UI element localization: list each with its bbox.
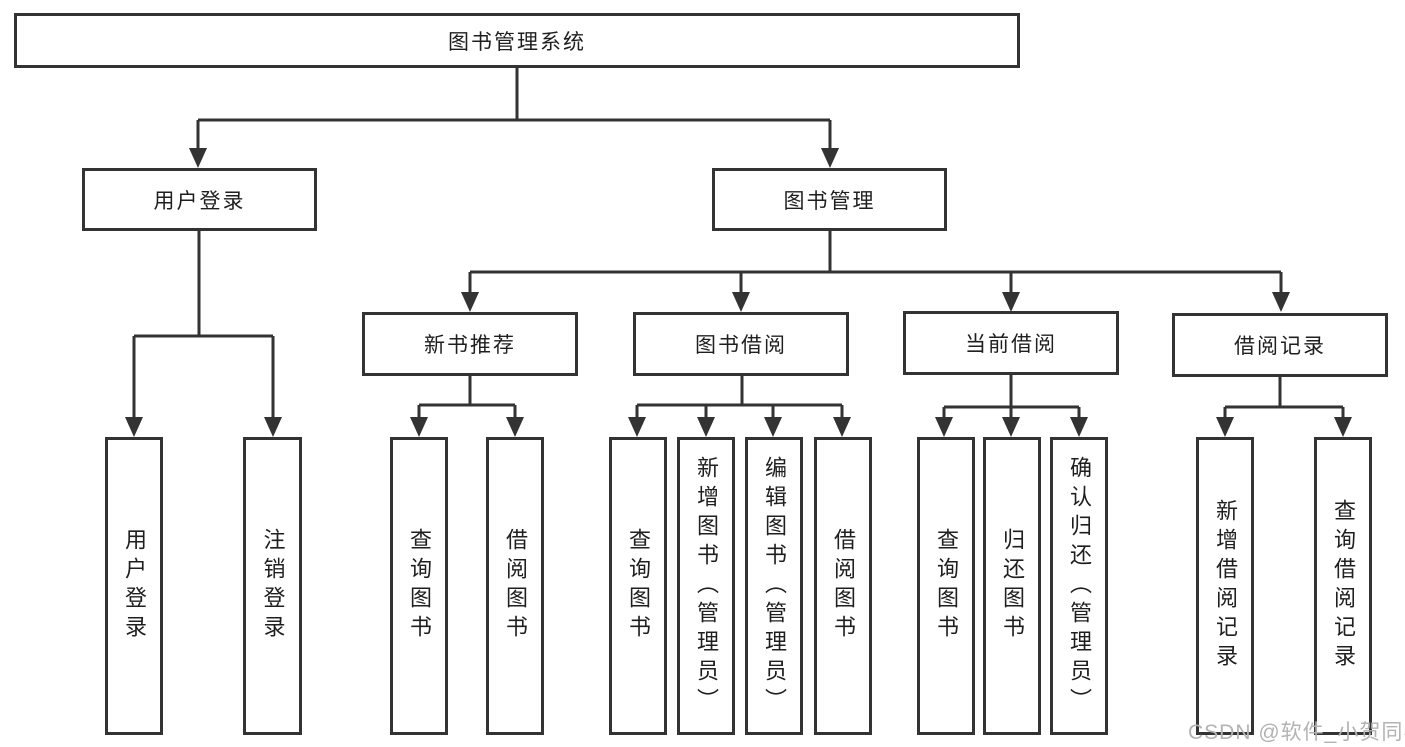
node-leaf-borrow-books: 借阅图书 — [814, 437, 872, 735]
node-leaf-logout: 注销登录 — [243, 437, 302, 735]
node-leaf-query-borrow-record: 查询借阅记录 — [1314, 437, 1372, 735]
csdn-watermark: CSDN @软件_小贺同学 — [1188, 721, 1405, 744]
node-leaf-add-book-admin: 新增图书（管理员） — [677, 437, 735, 735]
node-leaf-add-borrow-record: 新增借阅记录 — [1196, 437, 1254, 735]
node-new-book-recommend: 新书推荐 — [362, 312, 578, 376]
tree-branches — [132, 68, 1345, 421]
node-current-borrow: 当前借阅 — [903, 311, 1119, 375]
node-borrow-records: 借阅记录 — [1172, 313, 1388, 377]
node-leaf-confirm-return-admin: 确认归还（管理员） — [1050, 437, 1108, 735]
arrowheads — [125, 148, 1352, 437]
node-user-login: 用户登录 — [82, 168, 317, 231]
node-leaf-edit-book-admin: 编辑图书（管理员） — [745, 437, 803, 735]
node-leaf-query-books-borrow: 查询图书 — [609, 437, 667, 735]
node-leaf-user-login: 用户登录 — [105, 437, 163, 735]
node-root-library-system: 图书管理系统 — [14, 13, 1020, 68]
node-leaf-return-book: 归还图书 — [983, 437, 1041, 735]
node-leaf-query-books-recommend: 查询图书 — [390, 437, 448, 735]
node-book-borrow: 图书借阅 — [633, 312, 849, 376]
node-leaf-borrow-books-recommend: 借阅图书 — [486, 437, 544, 735]
node-leaf-query-books-current: 查询图书 — [917, 437, 975, 735]
node-book-management: 图书管理 — [712, 168, 947, 231]
